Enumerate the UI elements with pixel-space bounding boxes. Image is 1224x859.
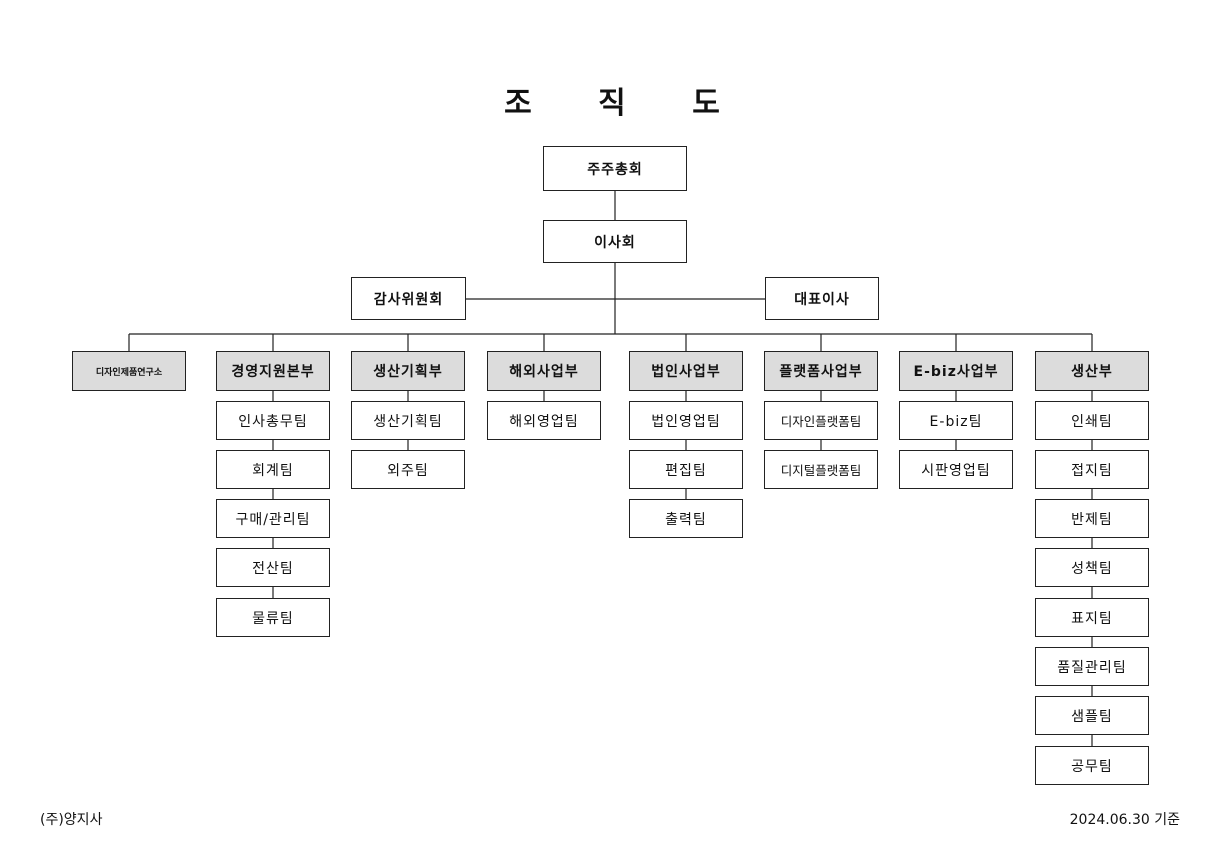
team-box: 생산기획팀 <box>351 401 465 440</box>
board-box: 이사회 <box>543 220 687 263</box>
team-box: 반제팀 <box>1035 499 1149 538</box>
dept-box: 생산기획부 <box>351 351 465 391</box>
team-box: 디지털플랫폼팀 <box>764 450 878 489</box>
team-box: 성책팀 <box>1035 548 1149 587</box>
dept-box: 플랫폼사업부 <box>764 351 878 391</box>
team-box: 샘플팀 <box>1035 696 1149 735</box>
team-box: 전산팀 <box>216 548 330 587</box>
shareholders-box: 주주총회 <box>543 146 687 191</box>
team-box: 디자인플랫폼팀 <box>764 401 878 440</box>
team-box: 인사총무팀 <box>216 401 330 440</box>
team-box: 회계팀 <box>216 450 330 489</box>
dept-box: 법인사업부 <box>629 351 743 391</box>
ceo-box: 대표이사 <box>765 277 879 320</box>
dept-box: 해외사업부 <box>487 351 601 391</box>
team-box: 외주팀 <box>351 450 465 489</box>
team-box: 해외영업팀 <box>487 401 601 440</box>
reference-date: 2024.06.30 기준 <box>1069 812 1180 828</box>
company-name: (주)양지사 <box>40 812 103 828</box>
team-box: E-biz팀 <box>899 401 1013 440</box>
team-box: 인쇄팀 <box>1035 401 1149 440</box>
team-box: 구매/관리팀 <box>216 499 330 538</box>
team-box: 접지팀 <box>1035 450 1149 489</box>
team-box: 편집팀 <box>629 450 743 489</box>
team-box: 시판영업팀 <box>899 450 1013 489</box>
team-box: 표지팀 <box>1035 598 1149 637</box>
dept-box: 경영지원본부 <box>216 351 330 391</box>
dept-box: E-biz사업부 <box>899 351 1013 391</box>
dept-box: 디자인제품연구소 <box>72 351 186 391</box>
audit-committee-box: 감사위원회 <box>351 277 466 320</box>
team-box: 법인영업팀 <box>629 401 743 440</box>
team-box: 물류팀 <box>216 598 330 637</box>
team-box: 품질관리팀 <box>1035 647 1149 686</box>
team-box: 출력팀 <box>629 499 743 538</box>
team-box: 공무팀 <box>1035 746 1149 785</box>
dept-box: 생산부 <box>1035 351 1149 391</box>
page-title: 조 직 도 <box>504 86 748 121</box>
